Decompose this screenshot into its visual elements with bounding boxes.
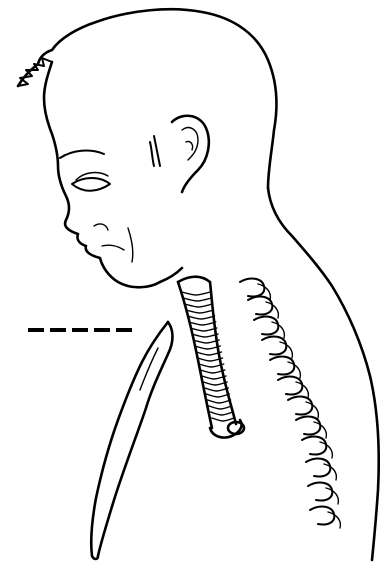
trachea-ring — [189, 322, 216, 325]
trachea-ring — [195, 346, 220, 349]
clavicle-shape — [91, 322, 172, 559]
trachea-ring — [202, 376, 226, 379]
trachea-ring — [193, 340, 219, 343]
trachea-ring — [206, 394, 229, 397]
spine — [240, 279, 340, 528]
trachea-ring — [186, 310, 213, 313]
dash-segment — [94, 328, 110, 332]
trachea-ring — [201, 370, 225, 373]
vertebra — [288, 397, 312, 415]
trachea-ring — [212, 418, 234, 421]
trachea-ring — [203, 382, 227, 385]
trachea-ring — [183, 298, 211, 301]
vertebra — [254, 317, 278, 335]
vertebra — [278, 377, 302, 395]
vertebra — [296, 417, 320, 435]
trachea-ring — [188, 316, 215, 319]
trachea-ring — [205, 388, 228, 391]
dashed-indicator-line — [28, 328, 132, 332]
trachea-ring — [192, 334, 218, 337]
vertebra — [248, 297, 272, 315]
trachea-ring — [191, 328, 217, 331]
vertebra — [262, 337, 286, 355]
vertebra — [240, 279, 264, 297]
trachea-ring — [208, 400, 231, 403]
trachea — [178, 277, 244, 438]
vertebra — [310, 507, 334, 525]
vertebra — [302, 437, 326, 455]
head-outline — [18, 9, 379, 560]
dash-segment — [50, 328, 66, 332]
trachea-ring — [199, 364, 224, 367]
trachea-ring — [209, 406, 232, 409]
vertebra — [270, 357, 294, 375]
vertebra — [306, 459, 330, 477]
vertebra — [308, 483, 332, 501]
trachea-ring — [211, 412, 233, 415]
dash-segment — [28, 328, 44, 332]
dash-segment — [72, 328, 88, 332]
trachea-ring — [182, 292, 210, 295]
trachea-ring — [185, 304, 212, 307]
dash-segment — [116, 328, 132, 332]
